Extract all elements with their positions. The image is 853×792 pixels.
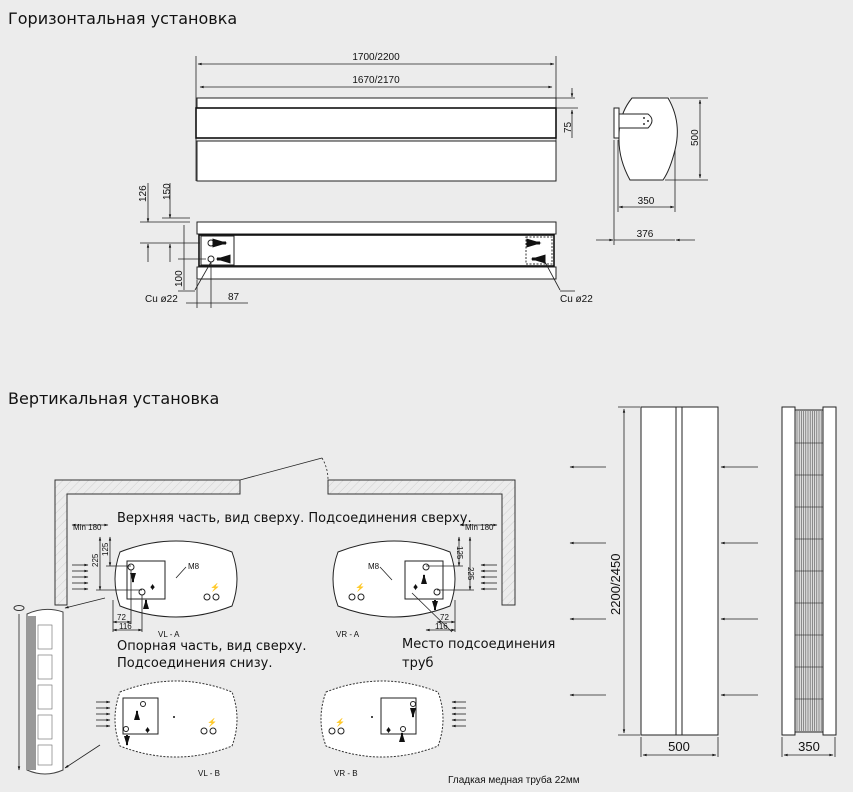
dim-125-right: 125 — [455, 546, 464, 560]
dim-outer-length: 1700/2200 — [352, 52, 400, 63]
dim-350: 350 — [638, 196, 655, 207]
airflow-arrows-vlb — [96, 700, 111, 728]
vl-a-view: ♦ M8 ⚡ Min 180 225 125 72 116 VL - A — [71, 523, 238, 639]
dim-front-width: 500 — [668, 739, 690, 754]
flame-icon: ♦ — [386, 725, 391, 736]
min-180-left: Min 180 — [73, 523, 102, 532]
electric-icon: ⚡ — [207, 717, 217, 727]
electric-icon: ⚡ — [210, 582, 220, 592]
horizontal-top-view: 1700/2200 1670/2170 75 — [195, 52, 578, 182]
title-vertical: Вертикальная установка — [8, 389, 219, 408]
dim-87: 87 — [228, 292, 240, 303]
vertical-front-unit: 2200/2450 500 — [569, 406, 758, 757]
m8-label-left: M8 — [188, 562, 200, 571]
label-vr-b: VR - B — [334, 769, 358, 778]
caption-pipe-place-1: Место подсоединения — [402, 637, 555, 652]
dim-125-left: 125 — [101, 542, 110, 556]
dim-150: 150 — [162, 183, 173, 200]
dim-116-right: 116 — [435, 622, 448, 631]
electric-icon: ⚡ — [335, 717, 345, 727]
dim-376: 376 — [637, 229, 654, 240]
vl-b-view: ♦ ⚡ VL - B — [96, 680, 238, 778]
vr-b-view: ♦ ⚡ VR - B — [320, 680, 466, 778]
pipe-note: Гладкая медная труба 22мм — [448, 774, 580, 786]
electric-icon: ⚡ — [355, 582, 365, 592]
airflow-arrows-front — [569, 465, 758, 697]
caption-top-view: Верхняя часть, вид сверху. Подсоединения… — [117, 511, 472, 526]
dim-100: 100 — [174, 270, 185, 287]
dim-72-right: 72 — [440, 613, 449, 622]
airflow-arrows-vla — [72, 563, 89, 591]
dim-126: 126 — [138, 185, 149, 202]
dim-side-width: 350 — [798, 739, 820, 754]
m8-label-right: M8 — [368, 562, 380, 571]
flame-icon: ♦ — [413, 582, 418, 593]
pipe-label-left: Cu ø22 — [145, 294, 178, 305]
caption-support-1: Опорная часть, вид сверху. — [117, 639, 306, 654]
dim-72-left: 72 — [117, 613, 126, 622]
caption-pipe-place-2: труб — [402, 656, 434, 671]
airflow-arrows-vrb — [451, 700, 466, 728]
label-vl-b: VL - B — [198, 769, 220, 778]
dim-height: 2200/2450 — [608, 554, 623, 615]
flame-icon: ♦ — [150, 582, 155, 593]
horizontal-front-view: 126 150 100 Cu ø22 87 Cu ø22 — [138, 183, 593, 308]
airflow-arrows-vra — [480, 563, 497, 591]
dim-116-left: 116 — [119, 622, 132, 631]
horizontal-side-view: 500 350 376 — [596, 97, 708, 245]
vr-a-view: ♦ M8 ⚡ Min 180 225 125 72 116 VR - A — [332, 523, 498, 639]
label-vr-a: VR - A — [336, 630, 360, 639]
title-horizontal: Горизонтальная установка — [8, 9, 237, 28]
flame-icon: ♦ — [145, 725, 150, 736]
dim-75: 75 — [563, 121, 574, 133]
caption-support-2: Подсоединения снизу. — [117, 656, 273, 671]
dim-inner-length: 1670/2170 — [352, 75, 400, 86]
dim-225-right: 225 — [466, 567, 475, 581]
pipe-label-right: Cu ø22 — [560, 294, 593, 305]
vertical-side-unit: 350 — [781, 406, 837, 757]
label-vl-a: VL - A — [158, 630, 180, 639]
dim-225-left: 225 — [91, 553, 100, 567]
perspective-unit — [13, 597, 106, 775]
dim-500: 500 — [690, 129, 701, 146]
wall-plan: Верхняя часть, вид сверху. Подсоединения… — [54, 457, 516, 606]
min-180-right: Min 180 — [465, 523, 494, 532]
